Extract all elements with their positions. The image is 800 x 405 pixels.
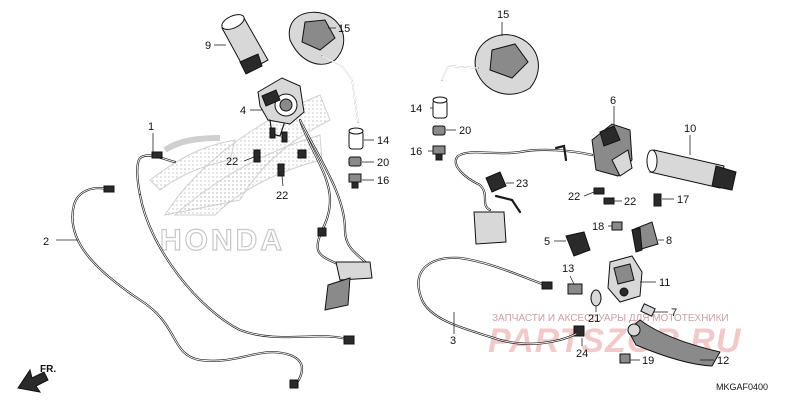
part-24-cable-end[interactable] — [573, 325, 585, 337]
callout-19[interactable]: 19 — [642, 355, 654, 367]
callout-4[interactable]: 4 — [240, 105, 246, 117]
part-22-screw-c[interactable] — [269, 127, 288, 143]
part-22-screw-a[interactable] — [253, 149, 261, 163]
callout-12[interactable]: 12 — [717, 355, 729, 367]
honda-wing-watermark: HONDA — [149, 94, 331, 258]
front-marker-text: FR. — [40, 364, 56, 375]
part-15-left-mirror[interactable] — [288, 11, 359, 123]
callout-13[interactable]: 13 — [562, 263, 574, 275]
callout-22-a[interactable]: 22 — [226, 156, 238, 168]
callout-9[interactable]: 9 — [205, 40, 211, 52]
part-22-screw-b[interactable] — [277, 163, 285, 177]
part-3-cable[interactable] — [417, 256, 578, 345]
part-11-lever-bracket[interactable] — [607, 255, 643, 303]
part-7-pivot-bolt[interactable] — [640, 303, 656, 317]
callout-15-right[interactable]: 15 — [497, 9, 509, 21]
callout-11[interactable]: 11 — [659, 277, 670, 289]
part-14-left-bar-end-weight[interactable] — [348, 127, 364, 150]
callout-labels: 9 15 4 1 2 14 20 16 22 22 15 14 20 16 6 … — [43, 9, 729, 367]
callout-14-right[interactable]: 14 — [410, 103, 422, 115]
callout-1[interactable]: 1 — [148, 121, 154, 133]
part-22-screw-e[interactable] — [603, 197, 615, 205]
part-12-lever[interactable] — [627, 319, 721, 367]
part-5-cover[interactable] — [565, 231, 591, 257]
part-20-left-nut[interactable] — [348, 156, 362, 167]
part-20-right-nut[interactable] — [432, 125, 446, 136]
honda-watermark-text: HONDA — [160, 224, 285, 257]
part-16-left-screw[interactable] — [348, 173, 362, 189]
callout-21[interactable]: 21 — [588, 313, 600, 325]
part-15-right-mirror[interactable] — [441, 34, 539, 95]
part-18-screw[interactable] — [611, 221, 623, 231]
part-23-clamp[interactable] — [485, 171, 507, 193]
callout-20-right[interactable]: 20 — [459, 125, 471, 137]
callout-16-right[interactable]: 16 — [410, 146, 422, 158]
callout-24[interactable]: 24 — [576, 348, 588, 360]
callout-15-left[interactable]: 15 — [338, 23, 350, 35]
callout-23[interactable]: 23 — [516, 178, 528, 190]
diagram-code: MKGAF0400 — [716, 382, 768, 392]
callout-10[interactable]: 10 — [684, 123, 696, 135]
callout-6[interactable]: 6 — [610, 95, 616, 107]
part-22-screw-d[interactable] — [593, 187, 605, 195]
part-16-right-screw[interactable] — [432, 145, 446, 161]
callout-22-d[interactable]: 22 — [624, 196, 636, 208]
leader-lines — [56, 22, 714, 361]
part-8-lever-switch[interactable] — [631, 221, 659, 253]
callout-20-left[interactable]: 20 — [377, 157, 389, 169]
part-10-right-grip[interactable] — [646, 149, 737, 191]
callout-16-left[interactable]: 16 — [377, 175, 389, 187]
callout-7[interactable]: 7 — [671, 307, 677, 319]
part-21-nut[interactable] — [590, 289, 602, 307]
left-switch-harness — [297, 118, 373, 311]
part-13-adjuster[interactable] — [567, 283, 583, 295]
part-1-cable[interactable] — [136, 151, 355, 345]
part-6-right-switch-housing[interactable] — [591, 123, 633, 177]
part-4-left-switch-housing[interactable] — [257, 77, 305, 137]
part-2-cable[interactable] — [71, 185, 303, 389]
callout-14-left[interactable]: 14 — [377, 135, 389, 147]
front-direction-marker: FR. — [17, 364, 56, 393]
shop-watermark-small: ЗАПЧАСТИ И АКСЕССУАРЫ ДЛЯ МОТОТЕХНИКИ — [492, 313, 729, 324]
part-19-nut[interactable] — [619, 353, 631, 364]
part-17-screw[interactable] — [653, 193, 662, 207]
part-14-right-bar-end-weight[interactable] — [432, 96, 448, 119]
callout-18[interactable]: 18 — [592, 221, 604, 233]
part-9-left-grip[interactable] — [220, 11, 269, 75]
callout-8[interactable]: 8 — [666, 235, 672, 247]
callout-3[interactable]: 3 — [450, 335, 456, 347]
callout-2[interactable]: 2 — [43, 236, 49, 248]
right-switch-harness — [454, 144, 594, 245]
callout-22-b[interactable]: 22 — [276, 190, 288, 202]
callout-17[interactable]: 17 — [677, 194, 689, 206]
callout-5[interactable]: 5 — [544, 236, 550, 248]
callout-22-c[interactable]: 22 — [568, 191, 580, 203]
